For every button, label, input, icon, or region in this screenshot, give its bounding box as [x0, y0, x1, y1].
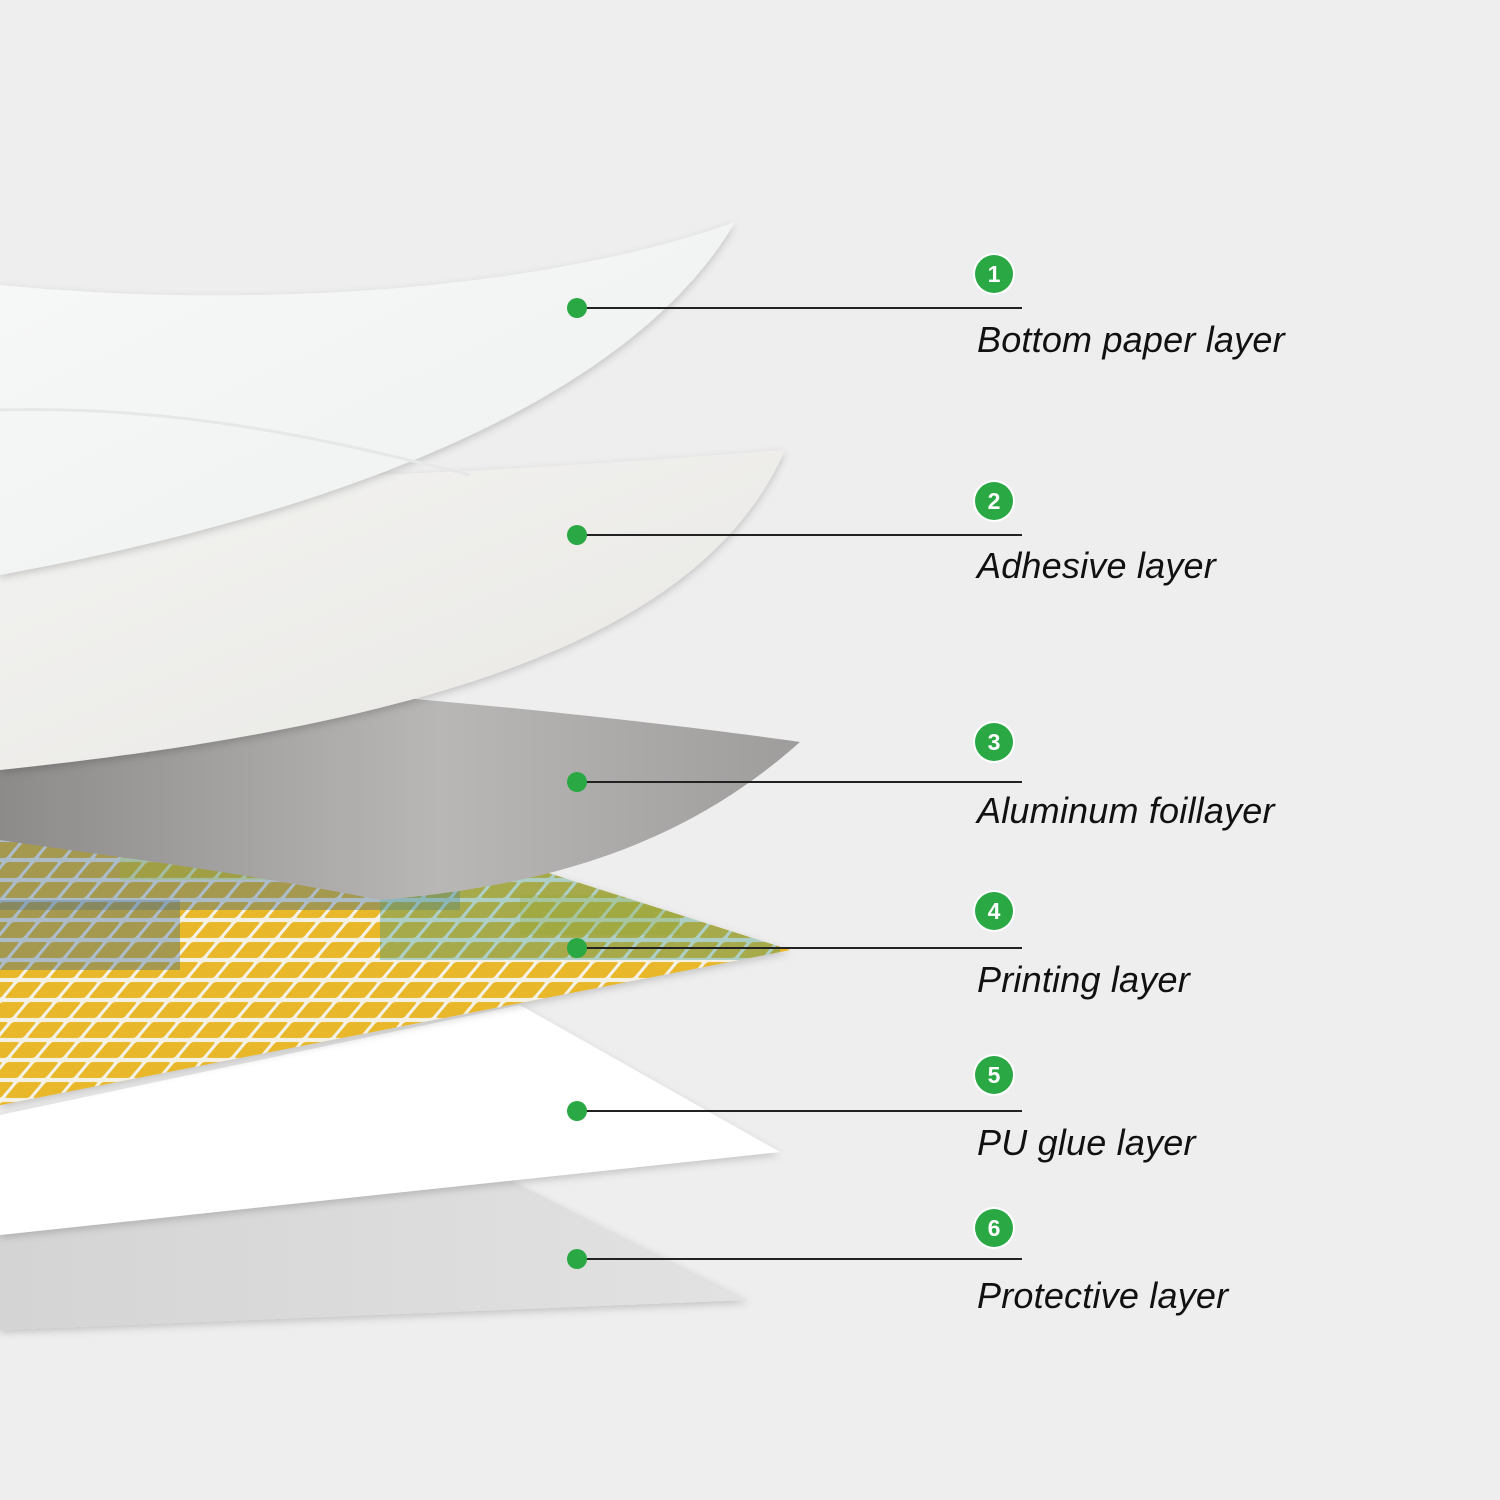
layer-number-badge-5: 5: [975, 1056, 1013, 1094]
leader-dot-6: [567, 1249, 587, 1269]
layer-label-adhesive: Adhesive layer: [977, 545, 1216, 586]
leader-dot-2: [567, 525, 587, 545]
layer-label-aluminum-foil: Aluminum foillayer: [977, 790, 1275, 831]
layer-label-protective: Protective layer: [977, 1275, 1229, 1316]
aluminum-foil-layer-sheet: [0, 692, 800, 900]
layer-number-badge-1: 1: [975, 255, 1013, 293]
layer-number-badge-4: 4: [975, 892, 1013, 930]
leader-dot-5: [567, 1101, 587, 1121]
bottom-paper-layer-sheet: [0, 222, 735, 575]
layer-number-badge-2: 2: [975, 482, 1013, 520]
layer-label-bottom-paper: Bottom paper layer: [977, 319, 1285, 360]
pu-glue-layer-sheet: [0, 1005, 780, 1235]
leader-lines: [567, 298, 1022, 1269]
layer-label-pu-glue: PU glue layer: [977, 1122, 1196, 1163]
layer-label-printing: Printing layer: [977, 959, 1190, 1000]
leader-dot-3: [567, 772, 587, 792]
bottom-paper-layer-fold: [0, 408, 471, 477]
leader-dot-1: [567, 298, 587, 318]
layer-number-badge-6: 6: [975, 1209, 1013, 1247]
layer-number-badge-3: 3: [975, 723, 1013, 761]
leader-dot-4: [567, 938, 587, 958]
